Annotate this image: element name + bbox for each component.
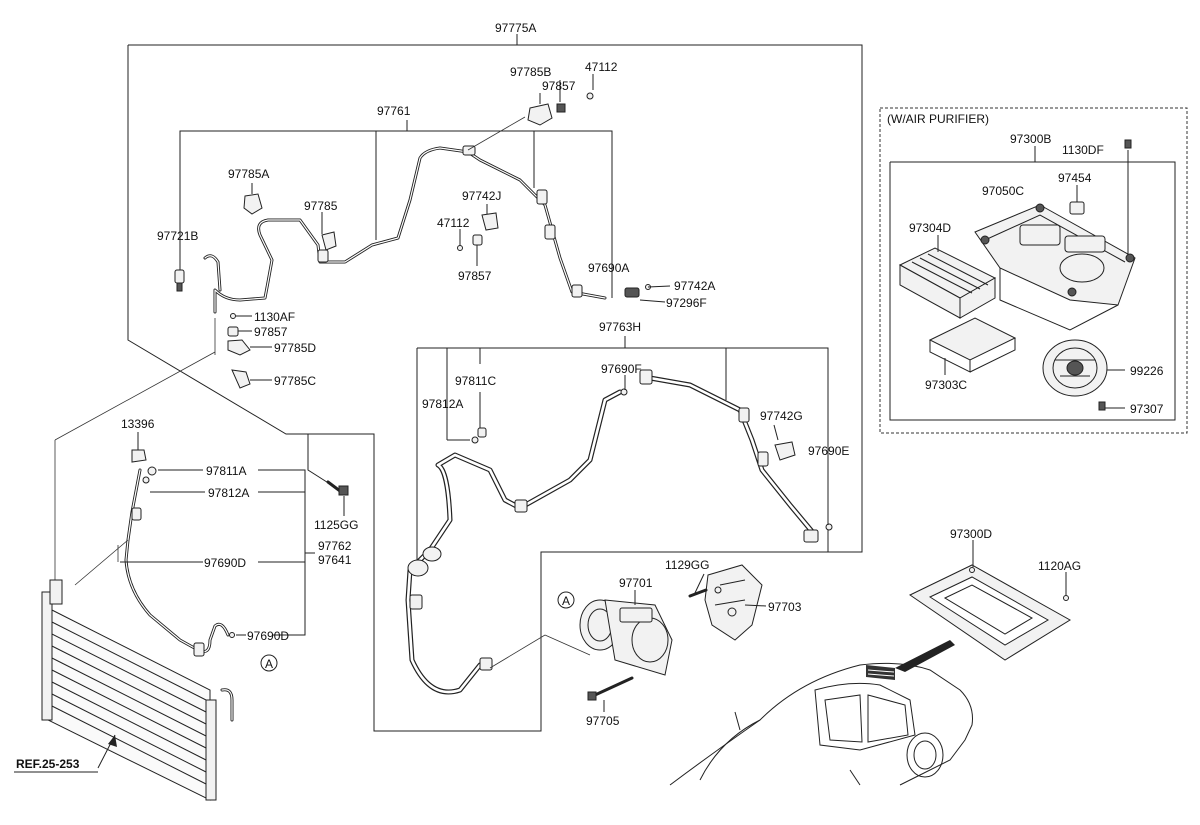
label-a-pipe: A [265, 657, 273, 671]
marker-a-circles [260, 591, 575, 672]
label-97454: 97454 [1058, 171, 1092, 185]
label-97300d: 97300D [950, 527, 992, 541]
label-97742g: 97742G [760, 409, 803, 423]
label-13396: 13396 [121, 417, 155, 431]
label-97785c: 97785C [274, 374, 316, 388]
label-97785a: 97785A [228, 167, 269, 181]
car-outline [669, 640, 973, 786]
label-97690e: 97690E [808, 444, 849, 458]
label-47112-b: 47112 [437, 216, 470, 230]
clip-97742j-group [457, 204, 499, 266]
compressor-bracket [688, 564, 767, 641]
label-97763h: 97763H [599, 320, 641, 334]
label-97762: 97762 [318, 539, 352, 553]
label-97690d-2: 97690D [247, 629, 289, 643]
suction-pipe [203, 146, 607, 314]
label-97641: 97641 [318, 553, 352, 567]
label-ref-25-253: REF.25-253 [16, 757, 80, 771]
label-97307: 97307 [1130, 402, 1164, 416]
part-labels: 97775A 97785B 47112 97857 97761 97785A 9… [16, 21, 1164, 771]
label-97812a-2: 97812A [208, 486, 249, 500]
ref-arrow [14, 734, 117, 773]
label-97761: 97761 [377, 104, 411, 118]
label-w-air-purifier: (W/AIR PURIFIER) [887, 112, 989, 126]
label-97785d: 97785D [274, 341, 316, 355]
clip-97785 [321, 212, 337, 251]
filter-cover-97300d [909, 540, 1071, 661]
label-1129gg: 1129GG [665, 558, 709, 572]
label-97705: 97705 [586, 714, 620, 728]
compressor [544, 590, 673, 712]
label-97742j: 97742J [462, 189, 501, 203]
label-97703: 97703 [768, 600, 802, 614]
label-97775a: 97775A [495, 21, 536, 35]
label-97690d: 97690D [204, 556, 246, 570]
label-97812a: 97812A [422, 397, 463, 411]
label-97690a: 97690A [588, 261, 629, 275]
label-1130af: 1130AF [254, 310, 295, 324]
main-assembly-outline [127, 34, 863, 732]
condenser [41, 579, 234, 801]
label-1125gg: 1125GG [314, 518, 358, 532]
sensor-97721b [174, 243, 185, 292]
discharge-hose [405, 348, 833, 695]
bolt-1125gg [307, 434, 349, 516]
label-97857: 97857 [542, 79, 576, 93]
label-47112: 47112 [585, 60, 618, 74]
cabin-filter-slot [866, 665, 895, 680]
label-97050c: 97050C [982, 184, 1024, 198]
tube-97761-leaders [179, 120, 613, 292]
pipe-fittings-top [317, 145, 583, 298]
condenser-link-lines [54, 351, 216, 585]
label-97701: 97701 [619, 576, 653, 590]
label-97742a: 97742A [674, 279, 715, 293]
left-small-parts [214, 313, 272, 389]
label-1130df: 1130DF [1062, 143, 1104, 157]
label-97296f: 97296F [666, 296, 707, 310]
label-a-compressor: A [562, 594, 570, 608]
label-97690f: 97690F [601, 362, 642, 376]
label-1120ag: 1120AG [1038, 559, 1081, 573]
label-97811c: 97811C [455, 374, 496, 388]
label-97300b: 97300B [1010, 132, 1051, 146]
label-97785: 97785 [304, 199, 338, 213]
label-97857-c: 97857 [254, 325, 288, 339]
label-97811a: 97811A [206, 464, 246, 478]
liquid-pipe [74, 432, 315, 657]
label-97857-b: 97857 [458, 269, 492, 283]
label-97304d: 97304D [909, 221, 951, 235]
air-purifier-box [879, 107, 1188, 434]
label-97785b: 97785B [510, 65, 551, 79]
label-97721b: 97721B [157, 229, 198, 243]
clip-97785a [243, 183, 263, 215]
valve-97296f-group [611, 284, 671, 303]
bracket-97785b [467, 74, 594, 151]
label-97303c: 97303C [925, 378, 967, 392]
label-99226: 99226 [1130, 364, 1164, 378]
